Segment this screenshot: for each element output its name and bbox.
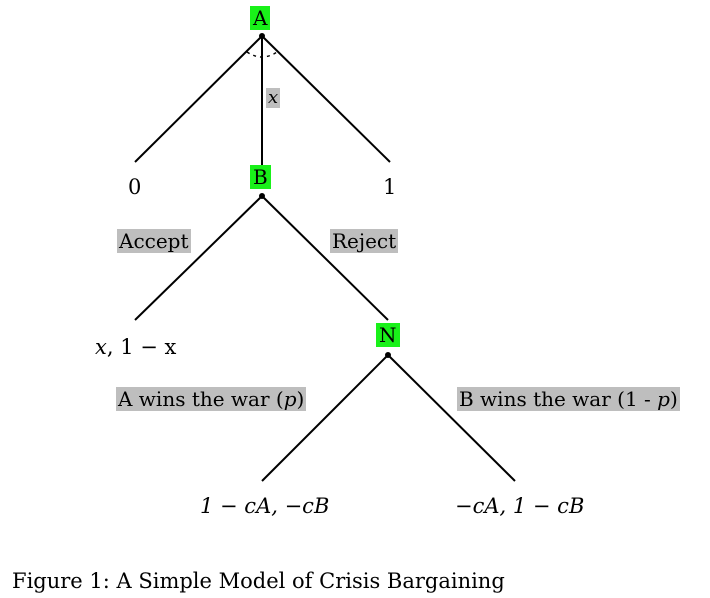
- payoff-offer-one: 1: [383, 175, 397, 199]
- continuum-arc: [246, 51, 278, 58]
- a-wins-label: A wins the war (p): [116, 387, 307, 411]
- edge-a-to-1: [261, 35, 391, 163]
- payoff-a-wins: 1 − cA, −cB: [200, 494, 330, 518]
- edge-a-to-0: [134, 35, 263, 163]
- accept-label: Accept: [117, 229, 191, 253]
- b-wins-var: p: [657, 387, 670, 411]
- b-wins-suffix: ): [669, 387, 678, 411]
- b-wins-prefix: B wins the war (1 -: [459, 387, 658, 411]
- a-wins-suffix: ): [296, 387, 305, 411]
- node-b-label: B: [250, 165, 271, 189]
- node-b-dot: [259, 193, 265, 199]
- payoff-accept-rest: , 1 − x: [106, 335, 177, 359]
- node-a-dot: [259, 33, 265, 39]
- b-wins-label: B wins the war (1 - p): [457, 387, 680, 411]
- node-n-label: N: [376, 323, 400, 347]
- game-tree: [134, 33, 516, 482]
- payoff-offer-zero: 0: [128, 175, 142, 199]
- edge-b-accept: [134, 195, 263, 321]
- payoff-accept-x: x: [95, 335, 107, 359]
- edge-n-b-wins: [387, 354, 516, 482]
- reject-label: Reject: [330, 229, 399, 253]
- a-wins-prefix: A wins the war (: [118, 387, 284, 411]
- a-wins-var: p: [283, 387, 297, 411]
- node-a-label: A: [250, 6, 271, 30]
- edge-b-reject: [261, 195, 389, 321]
- offer-label: x: [266, 87, 281, 108]
- figure-caption: Figure 1: A Simple Model of Crisis Barga…: [12, 569, 505, 593]
- edge-n-a-wins: [261, 354, 389, 482]
- payoff-b-wins: −cA, 1 − cB: [455, 494, 585, 518]
- payoff-accept: x, 1 − x: [95, 334, 176, 360]
- node-n-dot: [385, 352, 391, 358]
